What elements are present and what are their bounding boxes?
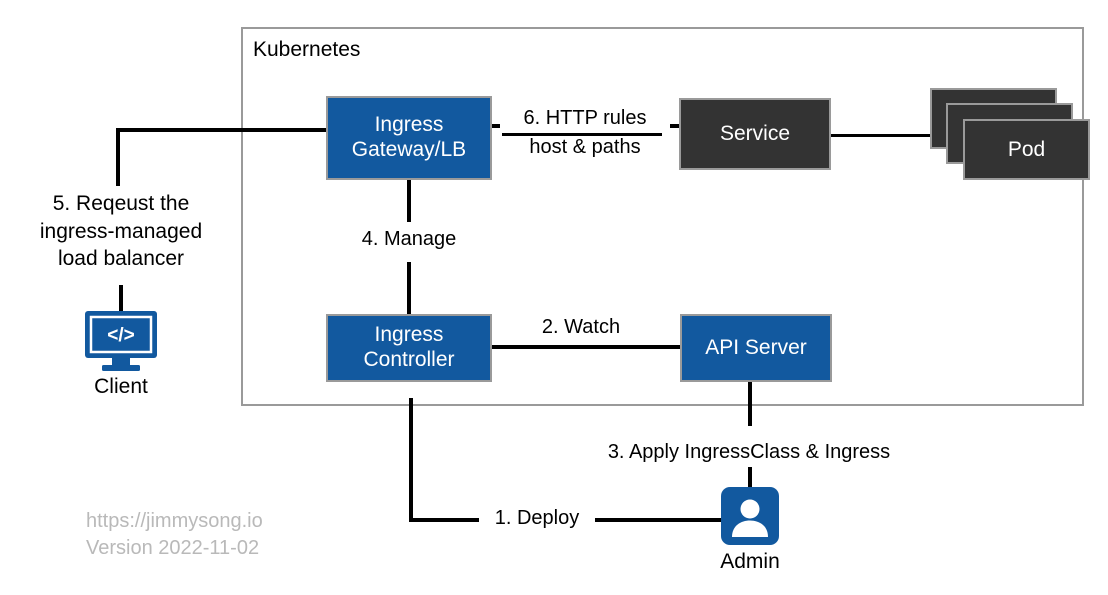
node-service[interactable]: Service: [679, 98, 831, 170]
client-label: Client: [94, 375, 148, 398]
kubernetes-boundary: [241, 27, 1084, 406]
monitor-code-icon: </>: [84, 310, 158, 372]
ingress-controller-line2: Controller: [363, 348, 455, 371]
node-ingress-gateway[interactable]: Ingress Gateway/LB: [326, 96, 492, 180]
edge-label-manage: 4. Manage: [345, 228, 473, 251]
watermark-site: https://jimmysong.io: [86, 510, 263, 532]
ingress-controller-line1: Ingress: [374, 323, 444, 347]
edge-deploy-left-segment: [409, 518, 479, 522]
edge-controller-down: [409, 398, 413, 521]
edge-label-watch: 2. Watch: [524, 316, 638, 339]
edge-label-http-rules-bottom: host & paths: [500, 136, 670, 159]
edge-gateway-to-client-horizontal: [116, 128, 326, 132]
service-label: Service: [719, 121, 791, 145]
edge-label-apply: 3. Apply IngressClass & Ingress: [577, 441, 921, 464]
kubernetes-boundary-label: Kubernetes: [253, 38, 361, 61]
edge-deploy-right-segment: [594, 518, 722, 522]
edge-manage-upper: [407, 180, 411, 222]
edge-gateway-to-client-vertical: [116, 128, 120, 186]
edge-label-http-rules-top: 6. HTTP rules: [500, 107, 670, 130]
node-ingress-controller[interactable]: Ingress Controller: [326, 314, 492, 382]
ingress-gateway-line1: Ingress: [374, 113, 444, 137]
api-server-label: API Server: [705, 335, 807, 359]
pod-layer-front: Pod: [963, 119, 1090, 180]
edge-label-deploy: 1. Deploy: [479, 507, 595, 530]
admin-label: Admin: [720, 550, 780, 573]
edge-controller-to-apiserver: [491, 345, 681, 349]
edge-label-http-rules-rule: [502, 133, 662, 136]
edge-apply-to-admin: [748, 467, 752, 489]
ingress-gateway-line2: Gateway/LB: [351, 138, 467, 161]
watermark-version: Version 2022-11-02: [86, 537, 260, 559]
person-icon: [721, 487, 779, 545]
edge-service-to-pod: [829, 134, 945, 137]
edge-request-to-client-stub: [119, 285, 123, 313]
edge-apiserver-down: [748, 382, 752, 426]
edge-label-request: 5. Reqeust the ingress-managed load bala…: [39, 192, 203, 271]
edge-manage-lower: [407, 262, 411, 314]
node-pod-stack[interactable]: Pod: [930, 88, 1090, 180]
node-api-server[interactable]: API Server: [680, 314, 832, 382]
svg-text:</>: </>: [107, 325, 134, 346]
pod-label: Pod: [1007, 137, 1046, 161]
